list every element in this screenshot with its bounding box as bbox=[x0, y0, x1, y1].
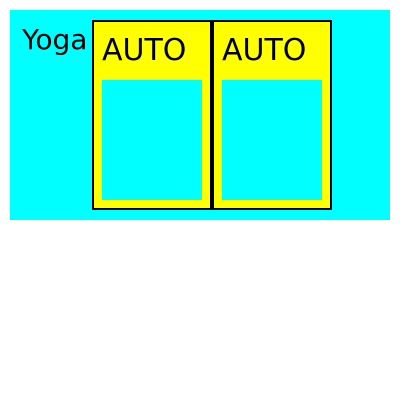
card-content-area bbox=[102, 80, 202, 200]
auto-card-1: AUTO bbox=[92, 20, 212, 210]
panel-label: Yoga bbox=[22, 23, 88, 56]
auto-card-2: AUTO bbox=[212, 20, 332, 210]
card-content-area bbox=[222, 80, 322, 200]
card-title: AUTO bbox=[222, 33, 307, 68]
card-title: AUTO bbox=[102, 33, 187, 68]
yoga-layout-panel: Yoga AUTO AUTO bbox=[10, 10, 390, 220]
